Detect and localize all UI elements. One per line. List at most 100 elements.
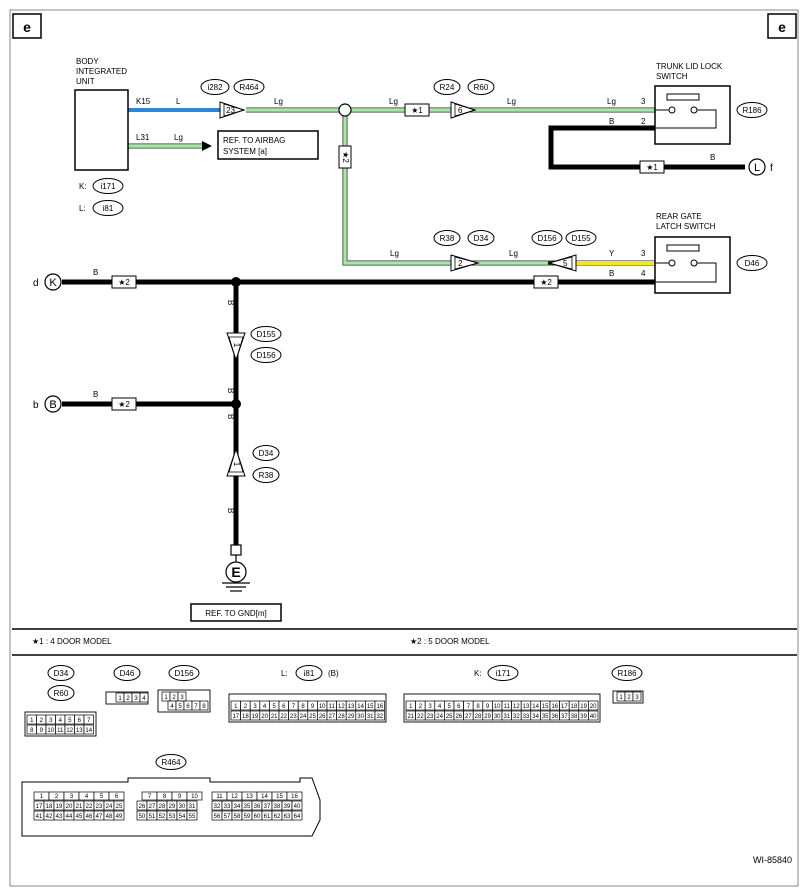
- inline-connector-1-down: 1: [226, 332, 246, 362]
- wire-color-b: B: [93, 268, 98, 277]
- pin-cell: [186, 810, 198, 821]
- conn-view-badge-r186: [611, 665, 643, 681]
- conn-badge-d155: [565, 230, 597, 246]
- pin-number: 39: [284, 804, 291, 810]
- pin-number: 1: [118, 696, 122, 702]
- conn-badge-d155-text: D155: [256, 330, 276, 339]
- splice-box-1: [404, 103, 430, 117]
- splice-box-2: [533, 275, 559, 289]
- airbag-ref-box: [217, 130, 319, 160]
- gnd-ref-box: [190, 603, 282, 622]
- pin-cell: [286, 791, 303, 801]
- body-unit-title-line1: BODY: [76, 57, 99, 66]
- wire-color-lg: Lg: [607, 97, 616, 106]
- pin-number: 13: [348, 704, 355, 710]
- pin-number: 6: [457, 704, 461, 710]
- ground-terminal-box: [230, 544, 242, 556]
- pin-number: 30: [357, 714, 364, 720]
- pin-number: 14: [85, 728, 92, 734]
- pin-number: 1: [30, 718, 34, 724]
- conn-badge-r464-text: R464: [239, 83, 259, 92]
- conn-view-i81-suffix: (B): [328, 669, 339, 678]
- terminal-b: [44, 395, 62, 413]
- corner-mark-left-text: e: [23, 19, 31, 35]
- pin-number: 23: [96, 804, 103, 810]
- conn-badge-d156-text: D156: [256, 351, 276, 360]
- corner-mark-right-text: e: [778, 19, 786, 35]
- terminal-k-text: K: [49, 277, 57, 289]
- pin-number: 20: [66, 804, 73, 810]
- pin-number: 20: [590, 704, 597, 710]
- svg-text:5: 5: [563, 259, 568, 268]
- conn-k-prefix: K:: [79, 182, 87, 191]
- pin-number: 7: [194, 704, 198, 710]
- pin-number: 38: [571, 714, 578, 720]
- pin-number: 29: [348, 714, 355, 720]
- pin-cell: [199, 700, 209, 711]
- pin-number: 2: [126, 696, 130, 702]
- pin-cell: [291, 810, 303, 821]
- pin-number: 28: [338, 714, 345, 720]
- rear-gate-title-line1: REAR GATE: [656, 212, 702, 221]
- pin-number: 5: [273, 704, 277, 710]
- pin-number: 7: [292, 704, 296, 710]
- pin-number: 4: [438, 704, 442, 710]
- pin-number: 25: [309, 714, 316, 720]
- pin-3: 3: [641, 97, 646, 106]
- pin-number: 11: [504, 704, 511, 710]
- conn-badge-i171-text: i171: [100, 182, 116, 191]
- pin-number: 7: [87, 718, 91, 724]
- pin-number: 1: [40, 794, 44, 800]
- pin-number: 11: [57, 728, 64, 734]
- inline-connector-2: 2: [450, 254, 480, 272]
- splice-box-2: [111, 397, 137, 411]
- terminal-l: [748, 158, 766, 176]
- pin-number: 26: [139, 804, 146, 810]
- pin-number: 24: [106, 804, 113, 810]
- conn-badge-r60: [467, 79, 495, 95]
- arrow-head: [202, 141, 212, 151]
- conn-badge-d34-text: D34: [474, 234, 489, 243]
- terminal-f-label: f: [770, 163, 773, 174]
- pin-number: 26: [455, 714, 462, 720]
- conn-badge-d34: [467, 230, 495, 246]
- pin-number: 32: [376, 714, 383, 720]
- pin-number: 38: [274, 804, 281, 810]
- conn-badge-r38-text: R38: [440, 234, 455, 243]
- pin-number: 14: [532, 704, 539, 710]
- pin-number: 14: [357, 704, 364, 710]
- pin-number: 9: [40, 728, 44, 734]
- conn-badge-d34-text: D34: [259, 449, 274, 458]
- wire-color-b: B: [609, 269, 614, 278]
- pin-number: 30: [179, 804, 186, 810]
- conn-view-badge-i81-text: i81: [304, 669, 315, 678]
- switch-symbol: [655, 93, 717, 129]
- pin-number: 6: [186, 704, 190, 710]
- pin-number: 15: [367, 704, 374, 710]
- pin-number: 8: [202, 704, 206, 710]
- pin-cell: [186, 791, 203, 801]
- pin-number: 20: [261, 714, 268, 720]
- pin-number: 22: [86, 804, 93, 810]
- pin-number: 5: [178, 704, 182, 710]
- pin-number: 24: [436, 714, 443, 720]
- pin-number: 58: [234, 814, 241, 820]
- pin-number: 39: [580, 714, 587, 720]
- pin-number: 34: [234, 804, 241, 810]
- conn-view-badge-r186-text: R186: [617, 669, 637, 678]
- wire-color-lg: Lg: [389, 97, 398, 106]
- pin-number: 10: [319, 704, 326, 710]
- pin-number: 3: [134, 696, 138, 702]
- pin-number: 18: [571, 704, 578, 710]
- conn-badge-r186-text: R186: [742, 106, 762, 115]
- pin-cell: [113, 800, 125, 811]
- pin-number: 61: [264, 814, 271, 820]
- conn-badge-d46: [736, 255, 768, 271]
- conn-badge-d156: [250, 347, 282, 363]
- pin-number: 27: [149, 804, 156, 810]
- pin-number: 13: [523, 704, 530, 710]
- svg-text:23: 23: [226, 106, 235, 115]
- wire-color-lg: Lg: [274, 97, 283, 106]
